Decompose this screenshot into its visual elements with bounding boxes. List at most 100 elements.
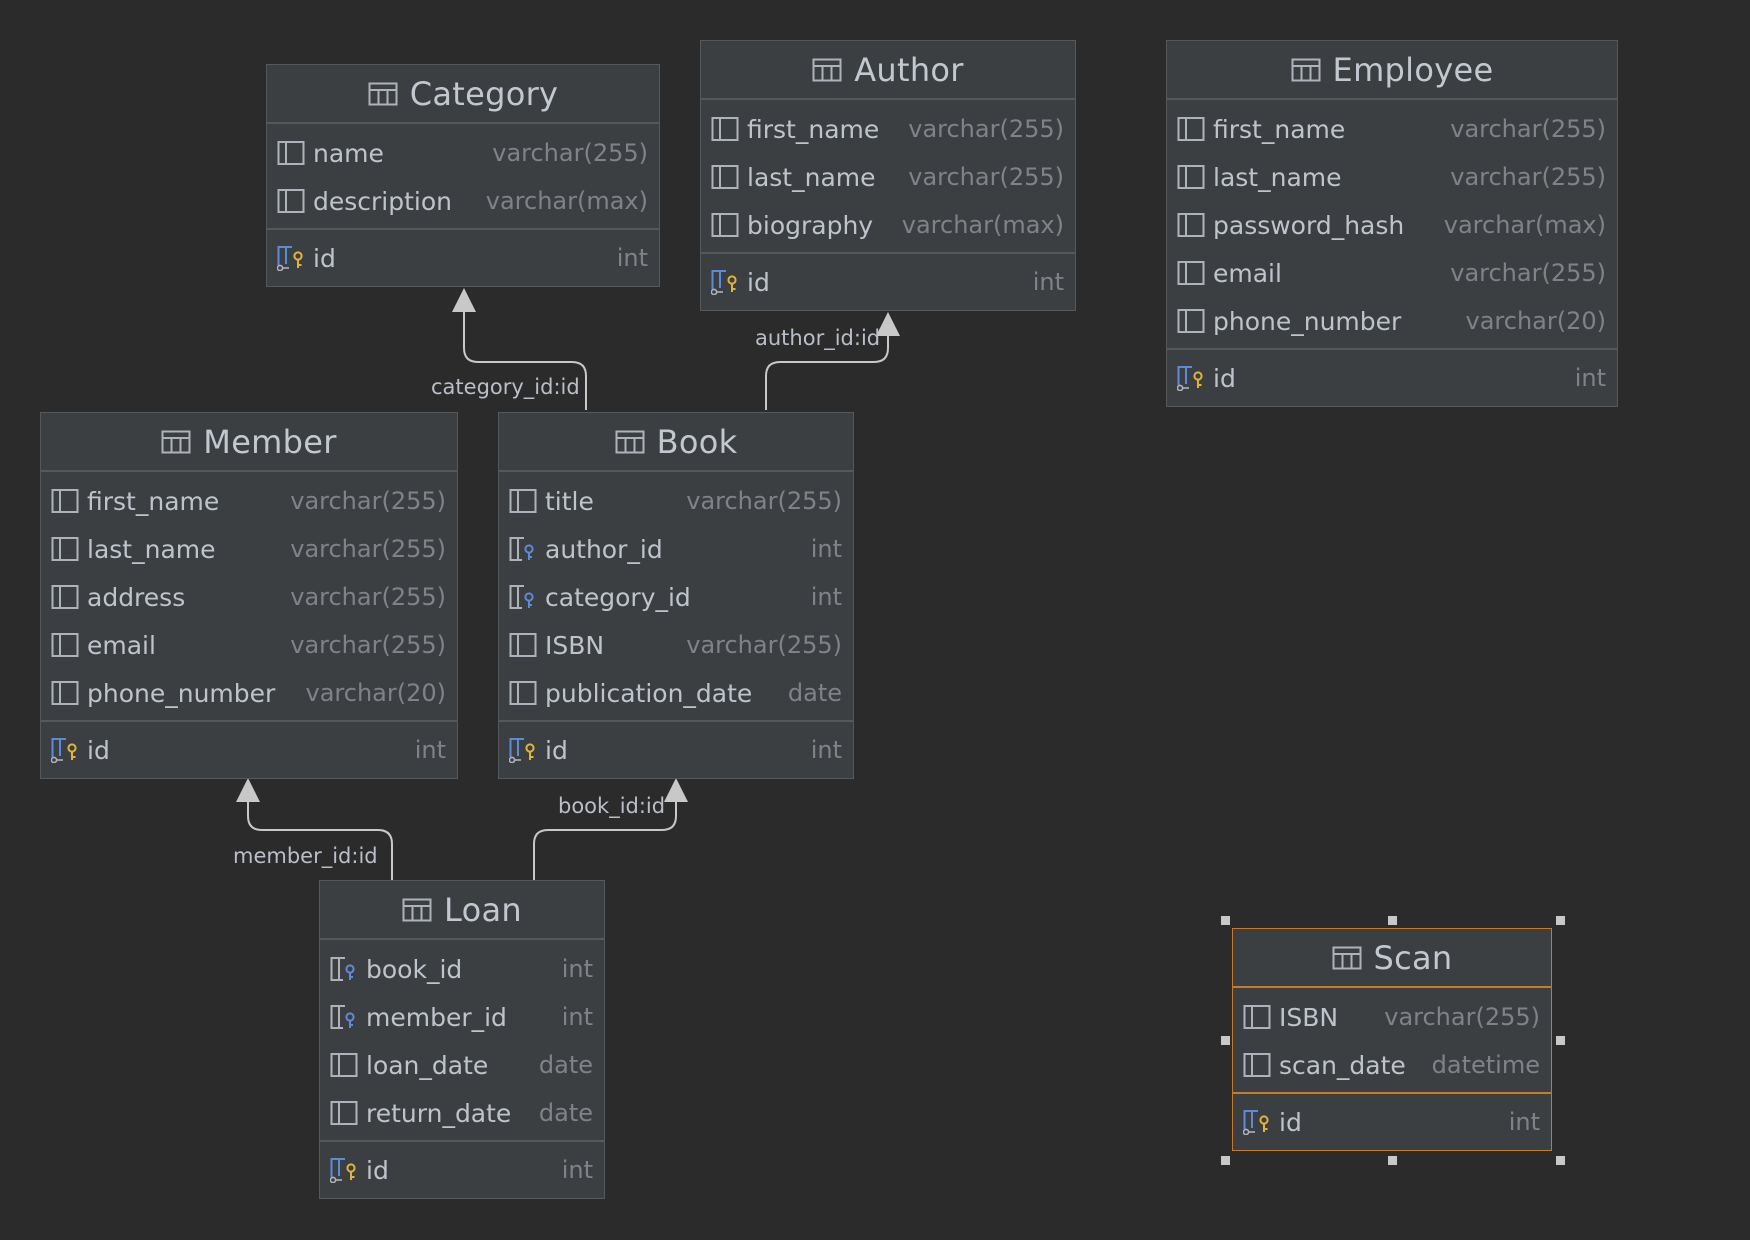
column-name: author_id [545,534,663,564]
column-icon [1243,1004,1271,1030]
table-grid-icon [615,430,645,454]
column-name: email [1213,258,1282,288]
column-type: varchar(20) [1465,307,1607,335]
column-name: category_id [545,582,691,612]
arrowhead [452,288,476,312]
table-header[interactable]: Book [499,413,853,472]
table-grid-icon [161,430,191,454]
column-name: return_date [366,1098,512,1128]
column-type: int [810,535,842,563]
column-type: int [1032,268,1064,296]
column-type: varchar(255) [492,139,648,167]
column-row[interactable]: author_id int [499,525,853,573]
table-header[interactable]: Category [267,65,659,124]
table-grid-icon [812,58,842,82]
table-header[interactable]: Loan [320,881,604,940]
column-type: varchar(255) [1450,115,1606,143]
column-name: name [313,138,384,168]
column-name: scan_date [1279,1050,1406,1080]
column-row[interactable]: email varchar(255) [1167,249,1617,297]
column-type: varchar(max) [1443,211,1606,239]
resize-handle-bottom[interactable] [1388,1156,1397,1165]
column-name: id [366,1155,389,1185]
column-name: first_name [747,114,880,144]
table-header[interactable]: Employee [1167,41,1617,100]
column-icon [51,680,79,706]
column-icon [509,488,537,514]
column-type: varchar(255) [908,163,1064,191]
resize-handle-left[interactable] [1221,1036,1230,1045]
resize-handle-top-right[interactable] [1556,916,1565,925]
column-icon [51,584,79,610]
resize-handle-top-left[interactable] [1221,916,1230,925]
column-name: ISBN [1279,1002,1339,1032]
column-type: varchar(255) [290,583,446,611]
column-row[interactable]: return_date date [320,1089,604,1137]
column-type: int [1574,364,1606,392]
primary-key-icon [50,737,79,764]
column-icon [277,140,305,166]
column-type: int [616,244,648,272]
column-type: varchar(255) [1450,259,1606,287]
column-type: int [561,955,593,983]
table-header[interactable]: Scan [1233,929,1551,988]
table-header[interactable]: Member [41,413,457,472]
column-name: last_name [87,534,216,564]
foreign-key-icon [330,1004,358,1030]
resize-handle-bottom-left[interactable] [1221,1156,1230,1165]
resize-handle-top[interactable] [1388,916,1397,925]
column-name: title [545,486,594,516]
resize-handle-right[interactable] [1556,1036,1565,1045]
column-name: id [1279,1107,1302,1137]
resize-handle-bottom-right[interactable] [1556,1156,1565,1165]
column-type: date [538,1099,593,1127]
column-name: id [87,735,110,765]
column-row[interactable]: name varchar(255) [267,129,659,177]
table-header[interactable]: Author [701,41,1075,100]
column-type: int [810,736,842,764]
